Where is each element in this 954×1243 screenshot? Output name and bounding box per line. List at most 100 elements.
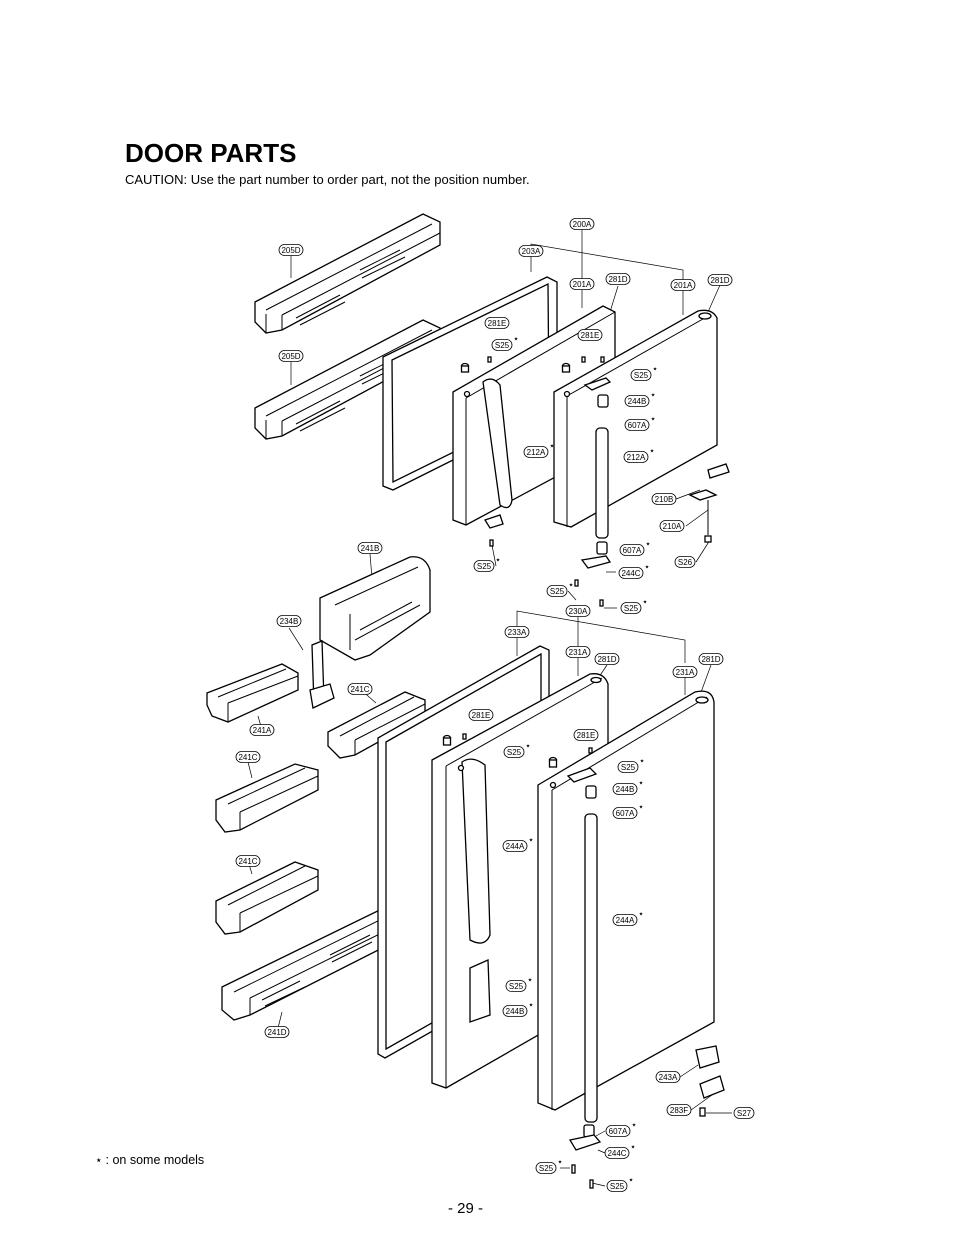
part-label-281d: 281D xyxy=(594,653,620,665)
part-code: S25 xyxy=(507,748,522,757)
part-label-200a: 200A xyxy=(569,218,595,230)
part-code: 233A xyxy=(508,628,527,637)
part-label-outline xyxy=(357,542,383,554)
part-label-outline xyxy=(659,520,685,532)
part-code: 241A xyxy=(253,726,272,735)
part-code: 244C xyxy=(621,569,640,578)
star-icon: ⋆ xyxy=(628,1175,634,1186)
part-label-outline xyxy=(630,369,652,381)
part-label-607a: 607A⋆ xyxy=(619,539,651,556)
part-label-outline xyxy=(502,840,528,852)
part-label-outline xyxy=(672,666,698,678)
star-icon: ⋆ xyxy=(638,909,644,920)
part-label-outline xyxy=(535,1162,557,1174)
part-code: 281E xyxy=(472,711,491,720)
part-code: S25 xyxy=(610,1182,625,1191)
part-label-outline xyxy=(473,560,495,572)
freezer-door-outer-panel-201a xyxy=(553,309,718,569)
part-labels: 200A203A201A281D201A281D205D205D281ES25⋆… xyxy=(235,218,755,1192)
part-label-outline xyxy=(605,1125,631,1137)
part-label-233a: 233A xyxy=(504,626,530,638)
part-code: 203A xyxy=(522,247,541,256)
part-label-outline xyxy=(605,273,631,285)
part-label-201a: 201A xyxy=(670,279,696,291)
part-code: 244C xyxy=(607,1149,626,1158)
part-label-241d: 241D xyxy=(264,1026,290,1038)
part-label-outline xyxy=(347,683,373,695)
part-label-205d: 205D xyxy=(278,244,304,256)
part-code: S25 xyxy=(634,371,649,380)
part-code: 241C xyxy=(238,857,257,866)
part-label-241c: 241C xyxy=(235,855,261,867)
star-icon: ⋆ xyxy=(525,741,531,752)
dairy-corner-241b xyxy=(319,556,431,661)
part-code: 205D xyxy=(281,246,300,255)
part-code: 243A xyxy=(659,1073,678,1082)
star-icon: ⋆ xyxy=(527,975,533,986)
freezer-door-hinge-210b xyxy=(688,463,730,543)
star-icon: ⋆ xyxy=(513,334,519,345)
part-label-205d: 205D xyxy=(278,350,304,362)
part-code: 607A xyxy=(623,546,642,555)
part-code: 241B xyxy=(361,544,380,553)
part-label-231a: 231A xyxy=(565,646,591,658)
part-label-outline xyxy=(612,807,638,819)
door-basket-241c-mid xyxy=(215,763,319,833)
part-code: S25 xyxy=(621,763,636,772)
part-label-outline xyxy=(577,329,603,341)
part-label-s25: S25⋆ xyxy=(535,1157,563,1174)
footnote-text: : on some models xyxy=(105,1153,205,1167)
part-code: 231A xyxy=(676,668,695,677)
part-code: 283F xyxy=(670,1106,688,1115)
part-label-outline xyxy=(468,709,494,721)
part-label-outline xyxy=(249,724,275,736)
part-code: 241C xyxy=(350,685,369,694)
freezer-door-screws xyxy=(484,356,605,607)
part-code: 244A xyxy=(616,916,635,925)
part-label-outline xyxy=(666,1104,692,1116)
part-code: S27 xyxy=(737,1109,752,1118)
part-label-230a: 230A xyxy=(565,605,591,617)
part-label-outline xyxy=(620,602,642,614)
part-code: 281D xyxy=(597,655,616,664)
door-basket-241a xyxy=(206,663,299,723)
part-label-outline xyxy=(484,317,510,329)
star-icon: ⋆ xyxy=(645,539,651,550)
part-label-outline xyxy=(504,626,530,638)
part-label-s25: S25⋆ xyxy=(505,975,533,992)
part-code: S25 xyxy=(624,604,639,613)
part-label-244b: 244B⋆ xyxy=(624,390,656,407)
star-icon: ⋆ xyxy=(549,441,555,452)
part-label-outline xyxy=(612,914,638,926)
part-label-281e: 281E xyxy=(468,709,494,721)
star-icon: ⋆ xyxy=(528,1000,534,1011)
part-label-outline xyxy=(618,567,644,579)
part-code: 210B xyxy=(655,495,674,504)
refrigerator-door-outer-panel-231a xyxy=(537,690,715,1189)
footnote: ⋆: on some models xyxy=(95,1153,204,1167)
part-label-212a: 212A⋆ xyxy=(623,446,655,463)
part-code: S25 xyxy=(477,562,492,571)
part-label-outline xyxy=(670,279,696,291)
part-code: 212A xyxy=(627,453,646,462)
part-code: 281D xyxy=(710,276,729,285)
part-code: S25 xyxy=(495,341,510,350)
part-code: 607A xyxy=(616,809,635,818)
part-code: 241D xyxy=(267,1028,286,1037)
part-label-outline xyxy=(491,339,513,351)
part-label-outline xyxy=(569,218,595,230)
part-label-281d: 281D xyxy=(698,653,724,665)
part-code: 212A xyxy=(527,448,546,457)
part-label-212a: 212A⋆ xyxy=(523,441,555,458)
part-label-201a: 201A xyxy=(569,278,595,290)
part-label-outline xyxy=(707,274,733,286)
part-label-s25: S25⋆ xyxy=(503,741,531,758)
part-label-outline xyxy=(612,783,638,795)
part-label-244c: 244C⋆ xyxy=(604,1142,636,1159)
part-label-outline xyxy=(518,245,544,257)
part-code: 281E xyxy=(488,319,507,328)
part-code: 244A xyxy=(506,842,525,851)
star-icon: ⋆ xyxy=(652,364,658,375)
part-label-281d: 281D xyxy=(605,273,631,285)
